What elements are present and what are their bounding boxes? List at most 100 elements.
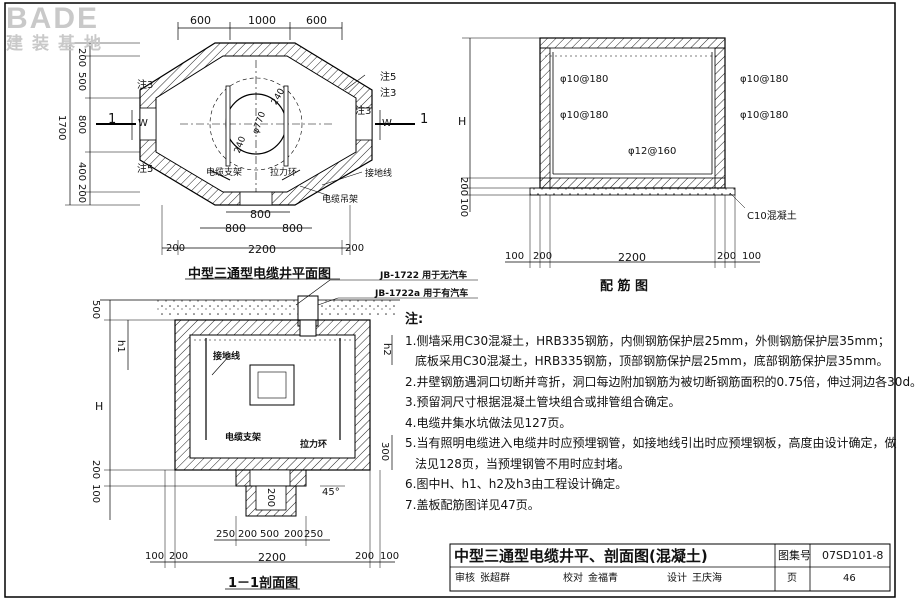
c10-base (529, 187, 736, 196)
cable-bracket-left (225, 85, 231, 167)
section-dim-inner-1: 250 (216, 529, 236, 540)
pipe-opening (249, 364, 295, 406)
section-label-ground-wire: 接地线 (213, 352, 241, 362)
ground-soil (155, 300, 395, 316)
plan-dim-bottom-1: 200 (166, 243, 186, 254)
plan-dim-top-3: 600 (306, 14, 327, 27)
section-dim-h1: h1 (115, 340, 126, 353)
w-label-right: W (382, 118, 392, 129)
section-dim-h2: h2 (381, 343, 392, 356)
rebar-c10-label: C10混凝土 (747, 211, 797, 222)
section-label-pull-ring: 拉力环 (300, 440, 328, 450)
atlas-number: 07SD101-8 (822, 549, 884, 562)
note-line-1: 1.侧墙采用C30混凝土，HRB335钢筋，内侧钢筋保护层25mm，外侧钢筋保护… (405, 333, 890, 348)
sheet-frame (4, 2, 896, 598)
page-label: 页 (787, 573, 797, 584)
plan-label-bracket: 电缆支架 (206, 168, 243, 178)
section-label-bracket: 电缆支架 (225, 433, 262, 443)
plan-dim-bottom-mid-2: 800 (282, 222, 303, 235)
section-dim-h: H (95, 400, 104, 413)
rebar-label-3: φ10@180 (560, 110, 609, 121)
logo-big-text: BADE (6, 2, 100, 35)
watermark-logo: BADE 建装基地 (6, 2, 146, 55)
plan-dim-left-4: 400 (76, 162, 87, 182)
plan-dim-total: 1700 (56, 115, 67, 141)
section-dim-inner-200: 200 (265, 488, 276, 508)
title-block-title: 中型三通型电缆井平、剖面图(混凝土) (454, 547, 708, 565)
note-line-6: 5.当有照明电缆进入电缆井时应预埋钢管，如接地线引出时应预埋钢板，高度由设计确定… (405, 436, 897, 450)
section-dim-300: 300 (379, 442, 390, 462)
section-angle: 45° (322, 487, 340, 498)
rebar-dim-bottom-3: 2200 (618, 251, 646, 264)
section-jb1: JB-1722 用于无汽车 (380, 271, 468, 281)
plan-dim-bottom-mid-1: 800 (225, 222, 246, 235)
review-label: 审核 (455, 573, 475, 584)
plan-label-cable-rack: 电缆吊架 (322, 195, 359, 205)
section-jb2: JB-1722a 用于有汽车 (375, 289, 469, 299)
section-dim-bottom-2: 200 (169, 551, 189, 562)
designer-name: 王庆海 (692, 573, 722, 584)
plan-note-3-right-2: 注3 (355, 106, 372, 117)
drawing-canvas (4, 2, 896, 598)
rebar-dim-bottom-4: 200 (717, 251, 737, 262)
note-line-4: 3.预留洞尺寸根据混凝土管块组合或排管组合确定。 (405, 395, 681, 409)
section-dim-inner-4: 200 (284, 529, 304, 540)
plan-title: 中型三通型电缆井平面图 (188, 267, 332, 282)
plan-note-3-right: 注3 (380, 88, 397, 99)
note-line-3: 2.井壁钢筋遇洞口切断并弯折，洞口每边附加钢筋为被切断钢筋面积的0.75倍，伸过… (405, 374, 922, 389)
section-view (100, 279, 478, 568)
rebar-view (462, 37, 760, 268)
section-dim-inner-3: 500 (260, 529, 280, 540)
reviewer-name: 张超群 (480, 573, 510, 584)
section-dim-inner-2: 200 (238, 529, 258, 540)
plan-note-3-left: 注3 (137, 80, 154, 91)
plan-note-5-left: 注5 (137, 164, 154, 175)
checker-name: 金福青 (588, 573, 618, 584)
cable-bracket-right (283, 85, 289, 167)
section-dim-bottom-3: 2200 (258, 551, 286, 564)
plan-view (65, 22, 415, 255)
notes-block: 注: 1.侧墙采用C30混凝土，HRB335钢筋，内侧钢筋保护层25mm，外侧钢… (405, 310, 922, 515)
section-dim-bottom-1: 100 (145, 551, 165, 562)
rebar-label-1: φ10@180 (560, 74, 609, 85)
section-dim-500: 500 (90, 300, 101, 320)
section-dim-bottom-4: 200 (355, 551, 375, 562)
page-number: 46 (843, 573, 856, 584)
rebar-title: 配 筋 图 (600, 279, 649, 294)
plan-dim-left-3: 800 (76, 115, 87, 135)
plan-dim-left-1: 200 (76, 48, 87, 68)
plan-dim-bottom-inner: 800 (250, 208, 271, 221)
plan-dim-bottom-2: 2200 (248, 243, 276, 256)
atlas-label: 图集号 (778, 549, 811, 562)
plan-dim-top-2: 1000 (248, 14, 276, 27)
rebar-dim-bottom-2: 200 (533, 251, 553, 262)
check-label: 校对 (563, 573, 583, 584)
logo-small-text: 建装基地 (6, 34, 110, 54)
note-line-5: 4.电缆井集水坑做法见127页。 (405, 415, 572, 430)
rebar-dim-bottom-1: 100 (505, 251, 525, 262)
plan-dim-top-1: 600 (190, 14, 211, 27)
section-mark-right: 1 (420, 112, 429, 127)
note-line-7: 法见128页，当预埋钢管不用时应封堵。 (415, 456, 630, 471)
section-dim-inner-5: 250 (304, 529, 324, 540)
plan-dim-bottom-3: 200 (345, 243, 365, 254)
rebar-h-label: H (458, 115, 467, 128)
design-label: 设计 (667, 573, 687, 584)
plan-label-ground-wire: 接地线 (365, 169, 393, 179)
plan-label-pull-ring: 拉力环 (270, 168, 298, 178)
plan-note-5-right: 注5 (380, 72, 397, 83)
rebar-label-2: φ10@180 (740, 74, 789, 85)
rebar-dim-bottom-5: 100 (742, 251, 762, 262)
rebar-label-5: φ12@160 (628, 146, 677, 157)
rebar-label-4: φ10@180 (740, 110, 789, 121)
section-dim-200: 200 (90, 460, 101, 480)
plan-dim-left-5: 200 (76, 184, 87, 204)
rebar-dim-200: 200 (458, 177, 469, 197)
rebar-dim-100: 100 (458, 198, 469, 218)
note-line-8: 6.图中H、h1、h2及h3由工程设计确定。 (405, 477, 628, 491)
notes-heading: 注: (405, 312, 424, 327)
section-dim-bottom-5: 100 (380, 551, 400, 562)
section-mark-left: 1 (108, 112, 117, 127)
note-line-2: 底板采用C30混凝土，HRB335钢筋，顶部钢筋保护层25mm，底部钢筋保护层3… (415, 354, 889, 368)
section-dim-100: 100 (90, 484, 101, 504)
